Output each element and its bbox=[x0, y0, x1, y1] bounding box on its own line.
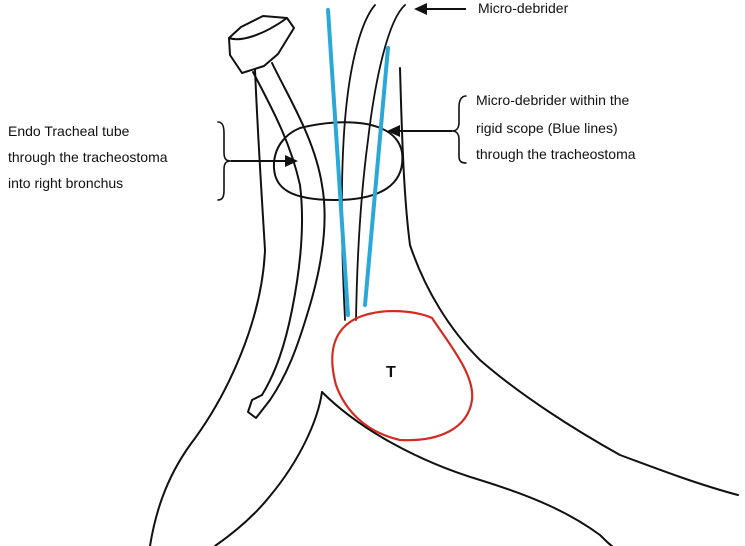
scope-label-line-1: Micro-debrider within the bbox=[476, 92, 630, 108]
carina-right-branch bbox=[321, 391, 613, 546]
tube-label-line-2: through the tracheostoma bbox=[8, 149, 168, 165]
rigid-scope-left-line bbox=[326, 8, 350, 317]
micro-debrider-label: Micro-debrider bbox=[478, 0, 569, 16]
trachea-right-wall bbox=[399, 67, 739, 496]
carina-left-branch bbox=[214, 391, 323, 546]
endotracheal-tube-tip bbox=[247, 394, 271, 419]
right-label-bracket bbox=[451, 95, 467, 164]
left-label-bracket bbox=[217, 121, 232, 201]
rigid-scope-right-line bbox=[363, 46, 390, 307]
endotracheal-tube-cap bbox=[228, 15, 295, 74]
micro-debrider-arrowhead bbox=[414, 3, 427, 15]
tumor-outline bbox=[331, 309, 474, 442]
trachea-left-wall bbox=[149, 69, 266, 546]
tube-arrowhead bbox=[285, 155, 298, 167]
scope-arrowhead bbox=[387, 125, 400, 137]
micro-debrider-line-right bbox=[355, 4, 406, 321]
tube-label-line-1: Endo Tracheal tube bbox=[8, 123, 130, 139]
tube-label-line-3: into right bronchus bbox=[8, 175, 124, 191]
scope-label-line-2: rigid scope (Blue lines) bbox=[476, 120, 618, 136]
tumor-label: T bbox=[386, 364, 396, 381]
endotracheal-tube-left-wall bbox=[252, 71, 303, 396]
endotracheal-tube-cap-rim bbox=[228, 17, 288, 41]
scope-label-line-3: through the tracheostoma bbox=[476, 146, 636, 162]
endotracheal-tube-right-wall bbox=[269, 62, 326, 401]
